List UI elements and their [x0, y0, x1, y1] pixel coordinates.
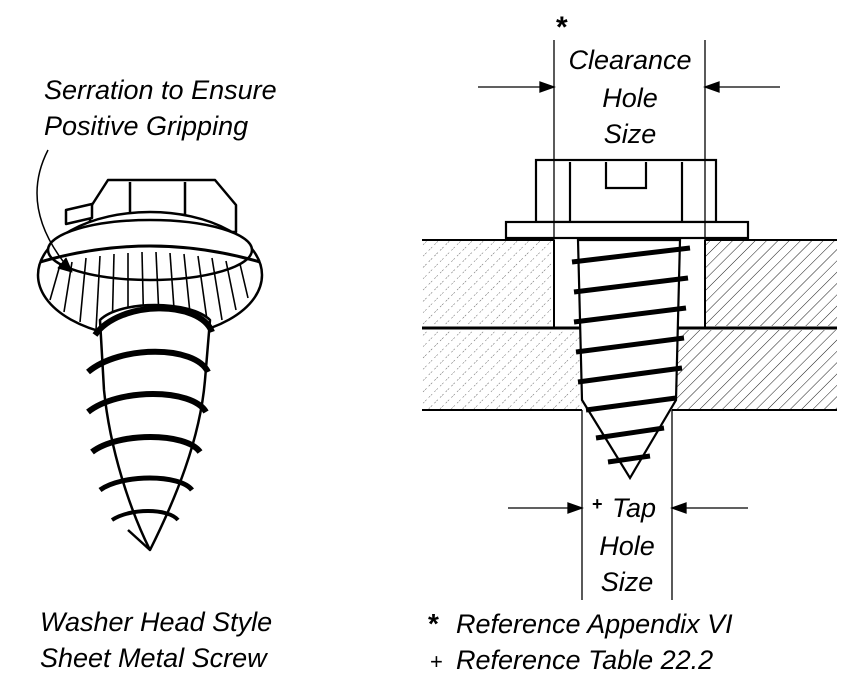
serrated-washer	[36, 210, 264, 340]
bottom-sheet-left	[422, 330, 582, 410]
note1-text: Reference Appendix VI	[456, 609, 733, 639]
serration-callout-line1: Serration to Ensure	[44, 75, 277, 105]
clearance-label-line2: Hole	[602, 83, 658, 113]
note2-plus: +	[430, 649, 443, 674]
screw-caption-line1: Washer Head Style	[40, 607, 273, 637]
tap-label-line1: Tap	[612, 493, 657, 523]
tap-label-line3: Size	[600, 567, 654, 597]
clearance-label-line3: Size	[603, 119, 657, 149]
serration-callout-line	[36, 149, 71, 271]
note1-asterisk: *	[428, 608, 439, 639]
tap-plus-marker: +	[592, 494, 603, 514]
clearance-label-line1: Clearance	[568, 45, 692, 75]
note2-text: Reference Table 22.2	[456, 645, 714, 675]
clearance-asterisk: *	[556, 11, 568, 44]
screw-caption-line2: Sheet Metal Screw	[40, 643, 267, 673]
washer-head-screw-illustration	[36, 149, 264, 552]
serration-callout-arrowhead	[57, 257, 73, 273]
clearance-dimension	[478, 40, 780, 240]
top-sheet-right	[705, 240, 837, 326]
tap-dimension	[508, 410, 748, 600]
top-sheet-left	[422, 240, 554, 326]
tap-label-line2: Hole	[599, 531, 655, 561]
threaded-shank	[86, 303, 215, 552]
bottom-sheet-right	[672, 330, 837, 410]
cross-section-illustration	[422, 40, 837, 600]
serration-callout-line2: Positive Gripping	[44, 111, 249, 141]
screw-section	[504, 158, 750, 481]
